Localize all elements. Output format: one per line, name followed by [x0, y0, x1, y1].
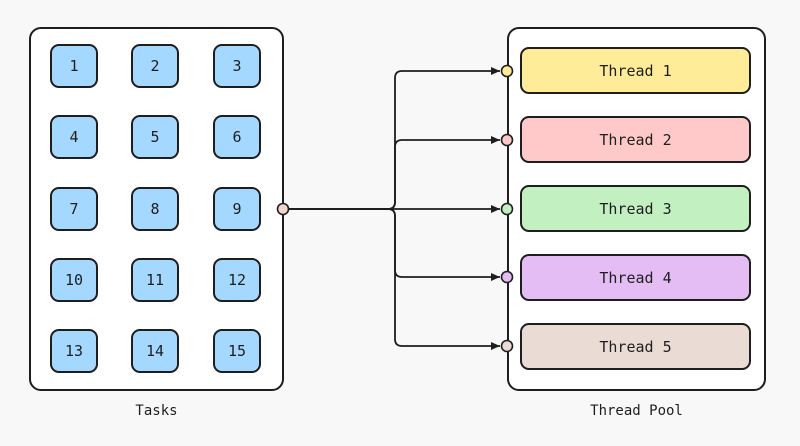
task-box-11: 11	[131, 258, 179, 302]
task-box-13: 13	[50, 329, 98, 373]
thread-1-input-port	[500, 64, 514, 78]
task-box-10: 10	[50, 258, 98, 302]
thread-5-input-port	[500, 339, 514, 353]
thread-5: Thread 5	[520, 323, 751, 370]
thread-3-input-port	[500, 202, 514, 216]
connector-to-thread-5	[288, 208, 500, 350]
task-box-1: 1	[50, 44, 98, 88]
task-box-8: 8	[131, 187, 179, 231]
task-box-5: 5	[131, 115, 179, 159]
thread-2-input-port	[500, 133, 514, 147]
thread-pool-caption: Thread Pool	[590, 403, 683, 419]
thread-3: Thread 3	[520, 185, 751, 232]
thread-2: Thread 2	[520, 116, 751, 163]
tasks-output-port	[276, 202, 290, 216]
task-box-4: 4	[50, 115, 98, 159]
task-box-12: 12	[213, 258, 261, 302]
thread-4: Thread 4	[520, 254, 751, 301]
task-box-2: 2	[131, 44, 179, 88]
task-box-3: 3	[213, 44, 261, 88]
connector-to-thread-4	[288, 208, 500, 281]
task-box-9: 9	[213, 187, 261, 231]
task-box-15: 15	[213, 329, 261, 373]
thread-4-input-port	[500, 270, 514, 284]
connector-to-thread-2	[288, 136, 500, 210]
task-box-7: 7	[50, 187, 98, 231]
task-box-14: 14	[131, 329, 179, 373]
tasks-caption: Tasks	[135, 403, 178, 419]
task-box-6: 6	[213, 115, 261, 159]
thread-1: Thread 1	[520, 47, 751, 94]
